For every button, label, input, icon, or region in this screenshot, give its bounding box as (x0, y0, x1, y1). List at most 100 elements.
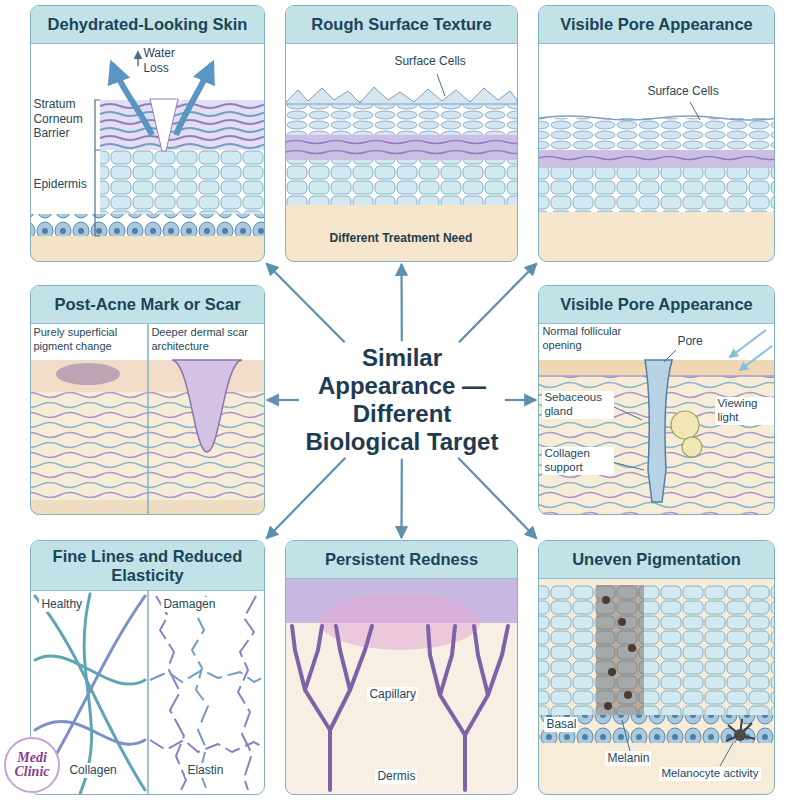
illustration-part (720, 743, 733, 766)
illustration-part (602, 596, 636, 710)
illustration-part (95, 149, 100, 150)
roughness-art (286, 74, 518, 262)
skin-panel: Uneven PigmentationBasalMelaninMelanocyt… (538, 540, 775, 795)
illustration-part (612, 462, 644, 470)
illustration-part (176, 64, 212, 135)
panel-heading: Uneven Pigmentation (539, 541, 774, 579)
illustration-part (539, 168, 774, 212)
illustration-part (539, 360, 774, 515)
connector-arrow (459, 263, 537, 342)
dehydration-art (31, 52, 265, 262)
illustration-part (622, 720, 630, 751)
illustration-part (539, 116, 775, 120)
illustration-part (150, 596, 265, 792)
pigmentation-art (539, 578, 774, 795)
illustration-part (645, 360, 672, 502)
part-label: Basal (544, 717, 578, 731)
connector-arrow (266, 263, 344, 342)
illustration-part (628, 644, 636, 652)
part-label: Normal follicular opening (542, 325, 640, 351)
illustration-part (31, 214, 264, 236)
follicle-art (539, 330, 774, 515)
illustration-part (286, 100, 517, 135)
part-label: Surface Cells (647, 84, 718, 98)
part-label: Melanin (605, 751, 651, 765)
illustration-part (690, 102, 700, 120)
part-label: Purely superficial pigment change (33, 326, 143, 352)
illustration-part (150, 670, 265, 682)
skin-panel: Rough Surface TextureSurface CellsDiffer… (285, 5, 518, 262)
illustration-part (539, 157, 775, 160)
illustration-part (192, 596, 208, 788)
illustration-part (292, 626, 508, 790)
connector-arrow (400, 459, 402, 538)
elasticity-art (35, 590, 265, 795)
illustration-part (596, 585, 644, 715)
illustration-part (612, 406, 642, 420)
skin-panel: Visible Pore AppearanceSurface Cells (538, 5, 775, 262)
illustration-part (286, 205, 517, 262)
connector-arrow (267, 399, 299, 401)
illustration-part (539, 578, 774, 795)
skin-panel: Post-Acne Mark or ScarPurely superficial… (30, 285, 265, 515)
illustration-part (286, 87, 517, 104)
illustration-part (618, 618, 626, 626)
part-label: Collagen (67, 763, 118, 777)
part-label: Pore (677, 334, 702, 348)
part-label: Sebaceous gland (542, 391, 614, 419)
pore-surface-art (539, 102, 775, 262)
illustration-part (95, 100, 100, 236)
illustration-part (31, 236, 264, 262)
scar-art (31, 324, 264, 515)
part-label: Different Treatment Need (289, 231, 512, 245)
part-label: Melanocyte activity (659, 767, 760, 781)
skin-panel: Dehydrated-Looking SkinWater LossStratum… (30, 5, 265, 262)
illustration-part (726, 719, 755, 741)
panel-heading: Fine Lines and Reduced Elasticity (31, 541, 264, 591)
illustration-part (100, 128, 265, 132)
illustration-part (428, 626, 508, 790)
illustration-part (286, 135, 517, 160)
skin-panel: Fine Lines and Reduced ElasticityHealthy… (30, 540, 265, 795)
skin-panel: Visible Pore AppearanceNormal follicular… (538, 285, 775, 515)
hub-text-node: Similar Appearance — Different Biologica… (302, 344, 502, 455)
connector-arrow (400, 264, 402, 341)
part-label: Deeper dermal scar architecture (151, 326, 261, 352)
part-label: Viewing light (715, 397, 774, 425)
connector-arrow (266, 458, 345, 539)
illustration-part (539, 585, 774, 715)
skin-panel: Persistent RednessCapillaryDermis (285, 540, 518, 795)
part-label: Water Loss (143, 46, 183, 75)
illustration-part (292, 626, 372, 790)
illustration-part (286, 141, 518, 144)
illustration-part (286, 578, 517, 795)
part-label: Damagen (161, 597, 217, 611)
illustration-part (730, 330, 766, 357)
panel-heading: Post-Acne Mark or Scar (31, 286, 264, 324)
panel-heading: Rough Surface Texture (286, 6, 517, 44)
redness-art (286, 578, 517, 795)
part-label: Collagen support (542, 447, 614, 475)
part-label: Dermis (375, 769, 417, 783)
illustration-part (100, 150, 264, 214)
illustration-part (734, 729, 746, 741)
illustration-part (604, 702, 612, 710)
illustration-part (608, 668, 616, 676)
panel-heading: Visible Pore Appearance (539, 286, 774, 324)
illustration-part (539, 212, 774, 262)
illustration-part (539, 118, 774, 150)
panel-heading: Dehydrated-Looking Skin (31, 6, 264, 44)
illustration-part (56, 363, 120, 385)
panel-heading: Persistent Redness (286, 541, 517, 579)
hub-heading: Similar Appearance — Different Biologica… (302, 344, 502, 455)
illustration-part (539, 715, 774, 743)
illustration-part (740, 346, 772, 370)
illustration-part (664, 350, 676, 362)
illustration-part (156, 596, 186, 792)
part-label: Epidermis (33, 177, 86, 191)
connector-arrow (458, 458, 536, 539)
illustration-part (624, 691, 632, 699)
part-label: Surface Cells (394, 54, 465, 68)
part-label: Healthy (39, 597, 84, 611)
